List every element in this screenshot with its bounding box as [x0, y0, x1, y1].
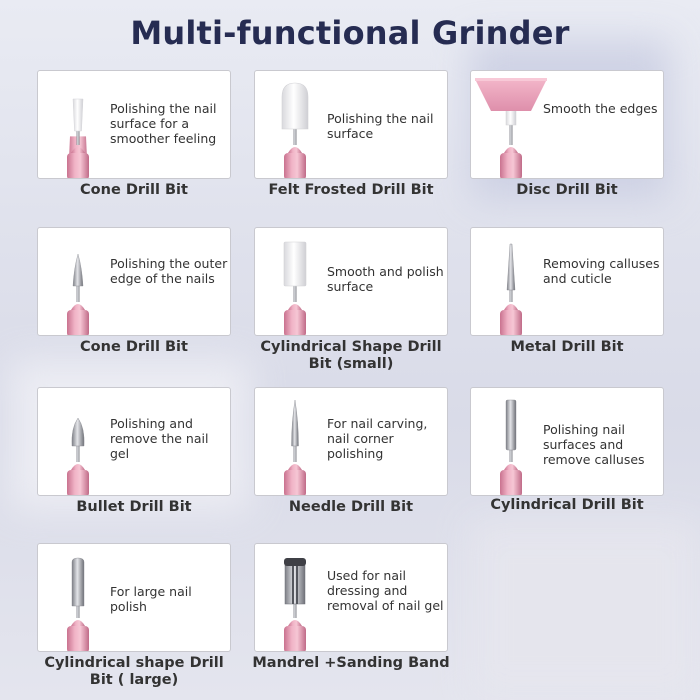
bit-card: Polishing and remove the nail gel: [37, 387, 231, 496]
cylinder-metal-bit-icon: [500, 399, 522, 495]
bit-description: Smooth and polish surface: [327, 264, 444, 294]
bit-name: Cylindrical Drill Bit: [490, 497, 644, 513]
disc-bit-icon: [500, 106, 522, 178]
needle-bit-icon: [284, 399, 306, 495]
bit-item: Removing calluses and cuticle Metal Dril…: [470, 227, 664, 377]
cone-white-bit-icon: [67, 98, 89, 178]
bit-description: Polishing the nail surface for a smoothe…: [110, 101, 217, 146]
bit-name: Mandrel +Sanding Band: [252, 655, 450, 671]
bit-description: Polishing and remove the nail gel: [110, 416, 209, 461]
bit-name: Felt Frosted Drill Bit: [268, 182, 434, 198]
metal-taper-bit-icon: [500, 243, 522, 335]
cylinder-large-bit-icon: [67, 557, 89, 651]
bit-item: Polishing and remove the nail gel Bullet…: [37, 387, 231, 537]
bit-name: Cone Drill Bit: [80, 182, 188, 198]
bit-item: Used for nail dressing and removal of na…: [252, 543, 450, 693]
bit-description: Smooth the edges: [543, 101, 658, 116]
bit-description: Polishing the outer edge of the nails: [110, 256, 228, 286]
bit-item: Polishing the nail surface Felt Frosted …: [254, 70, 448, 220]
bit-name: Bullet Drill Bit: [76, 499, 192, 515]
bit-card: Smooth and polish surface: [254, 227, 448, 336]
bit-item: Polishing the outer edge of the nails Co…: [37, 227, 231, 377]
felt-bit-icon: [281, 82, 309, 178]
bullet-bit-icon: [67, 417, 89, 495]
bit-card: For nail carving, nail corner polishing: [254, 387, 448, 496]
bit-item: For large nail polish Cylindrical shape …: [37, 543, 231, 693]
bit-card: Polishing the nail surface: [254, 70, 448, 179]
bit-card: Removing calluses and cuticle: [470, 227, 664, 336]
bit-item: Polishing the nail surface for a smoothe…: [37, 70, 231, 220]
bit-name: Cylindrical Shape Drill Bit (small): [260, 339, 442, 372]
bit-item: Smooth and polish surface Cylindrical Sh…: [254, 227, 448, 377]
bit-description: Used for nail dressing and removal of na…: [327, 568, 444, 613]
disc-head-icon: [475, 78, 547, 111]
bit-description: Removing calluses and cuticle: [543, 256, 660, 286]
bit-description: For nail carving, nail corner polishing: [327, 416, 428, 461]
bit-description: For large nail polish: [110, 584, 192, 614]
bit-description: Polishing the nail surface: [327, 111, 434, 141]
bit-name: Cone Drill Bit: [80, 339, 188, 355]
bit-item: For nail carving, nail corner polishing …: [254, 387, 448, 537]
bit-card: Polishing the outer edge of the nails: [37, 227, 231, 336]
bit-name: Needle Drill Bit: [288, 499, 414, 515]
cone-metal-bit-icon: [67, 253, 89, 335]
bit-name: Cylindrical shape Drill Bit ( large): [44, 655, 224, 688]
mandrel-bit-icon: [284, 558, 306, 651]
bit-item: Polishing nail surfaces and remove callu…: [470, 387, 664, 537]
bit-name: Metal Drill Bit: [510, 339, 624, 355]
bit-card: Polishing the nail surface for a smoothe…: [37, 70, 231, 179]
bit-card: For large nail polish: [37, 543, 231, 652]
bit-description: Polishing nail surfaces and remove callu…: [543, 422, 645, 467]
bit-item: Smooth the edges Disc Drill Bit: [470, 70, 664, 220]
bit-card: Polishing nail surfaces and remove callu…: [470, 387, 664, 496]
page-title: Multi-functional Grinder: [130, 14, 570, 52]
cylinder-white-bit-icon: [283, 241, 307, 335]
bit-name: Disc Drill Bit: [516, 182, 618, 198]
bit-card: Smooth the edges: [470, 70, 664, 179]
bit-card: Used for nail dressing and removal of na…: [254, 543, 448, 652]
